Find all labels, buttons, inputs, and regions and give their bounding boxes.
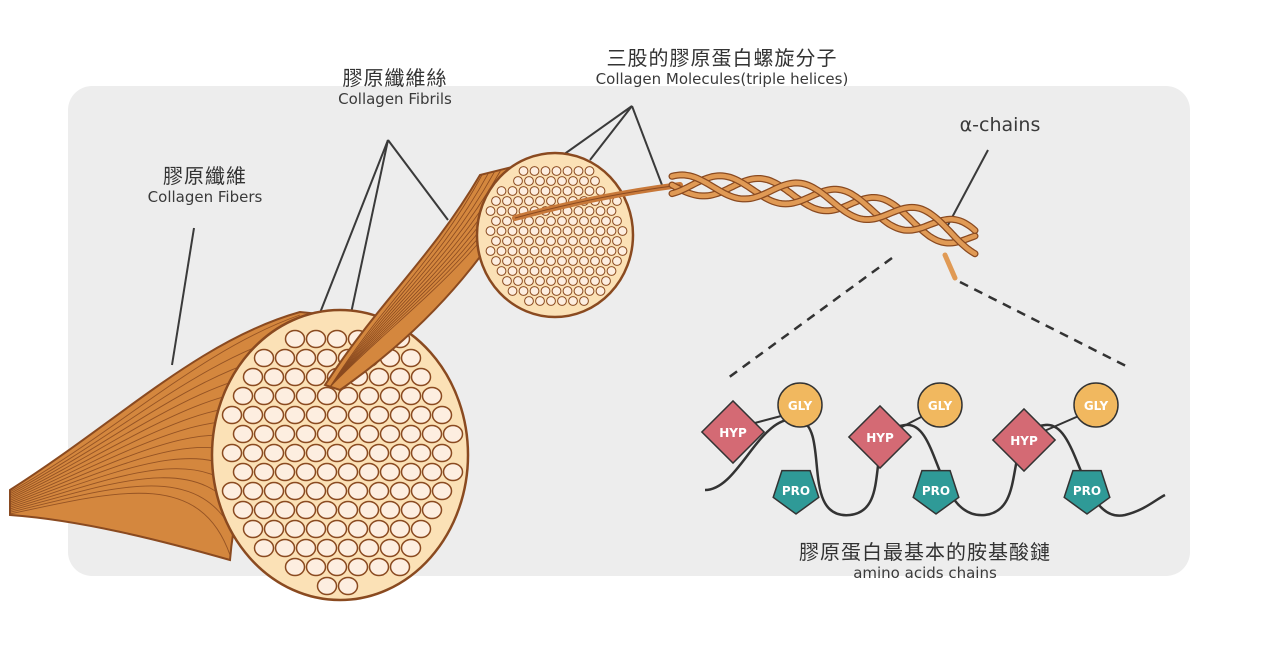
amino-unit: HYP GLY PRO [991,382,1119,515]
leader-lines [171,105,989,366]
hyp-diamond [991,407,1057,473]
label-fibrils-zh: 膠原纖維絲 [342,66,448,90]
label-fibrils-en: Collagen Fibrils [338,90,452,108]
label-collagen-fibers: 膠原纖維 Collagen Fibers [110,164,300,207]
leader-molecules-a [555,105,633,161]
gly-label: GLY [788,399,813,413]
leader-molecules-b [589,105,633,161]
triple-helix [668,171,979,281]
label-amino-en: amino acids chains [853,564,997,582]
label-fibers-zh: 膠原纖維 [163,164,247,188]
leader-fibers [171,227,195,366]
pro-pentagon [912,469,960,515]
fibril-cross-section [475,151,635,319]
label-amino-acids: 膠原蛋白最基本的胺基酸鏈 amino acids chains [760,540,1090,583]
pro-label: PRO [1073,484,1101,498]
gly-label: GLY [928,399,953,413]
hyp-label: HYP [1010,434,1038,448]
leader-fibrils-a [317,139,389,319]
gly-circle [917,382,963,428]
label-molecules-zh: 三股的膠原蛋白螺旋分子 [606,46,838,70]
label-alpha-chains: α-chains [940,116,1060,135]
amino-unit: HYP GLY PRO [847,382,963,515]
gly-circle [777,382,823,428]
label-molecules-en: Collagen Molecules(triple helices) [595,70,849,88]
fiber-cross-section [210,308,470,602]
leader-fibrils-c [387,139,449,221]
pro-label: PRO [782,484,810,498]
zoom-lines [727,256,1127,380]
fibril-circles [221,329,464,596]
hyp-label: HYP [866,431,894,445]
leader-molecules-c [631,105,663,186]
gly-label: GLY [1084,399,1109,413]
pro-label: PRO [922,484,950,498]
pro-pentagon [772,469,820,515]
hyp-diamond [847,404,913,470]
label-fibers-en: Collagen Fibers [147,188,263,206]
hyp-label: HYP [719,426,747,440]
amino-units: HYP GLY PRO HYP GLY PRO HYP GLY PRO [700,382,1119,515]
label-amino-zh: 膠原蛋白最基本的胺基酸鏈 [799,540,1051,564]
leader-fibrils-b [349,139,389,319]
gly-circle [1073,382,1119,428]
label-collagen-molecules: 三股的膠原蛋白螺旋分子 Collagen Molecules(triple he… [552,46,892,89]
label-alpha-en: α-chains [959,114,1041,136]
leader-alpha [947,149,989,226]
amino-unit: HYP GLY PRO [700,382,823,515]
label-collagen-fibrils: 膠原纖維絲 Collagen Fibrils [300,66,490,109]
molecule-circles [485,166,628,306]
pro-pentagon [1063,469,1111,515]
hyp-diamond [700,399,766,465]
